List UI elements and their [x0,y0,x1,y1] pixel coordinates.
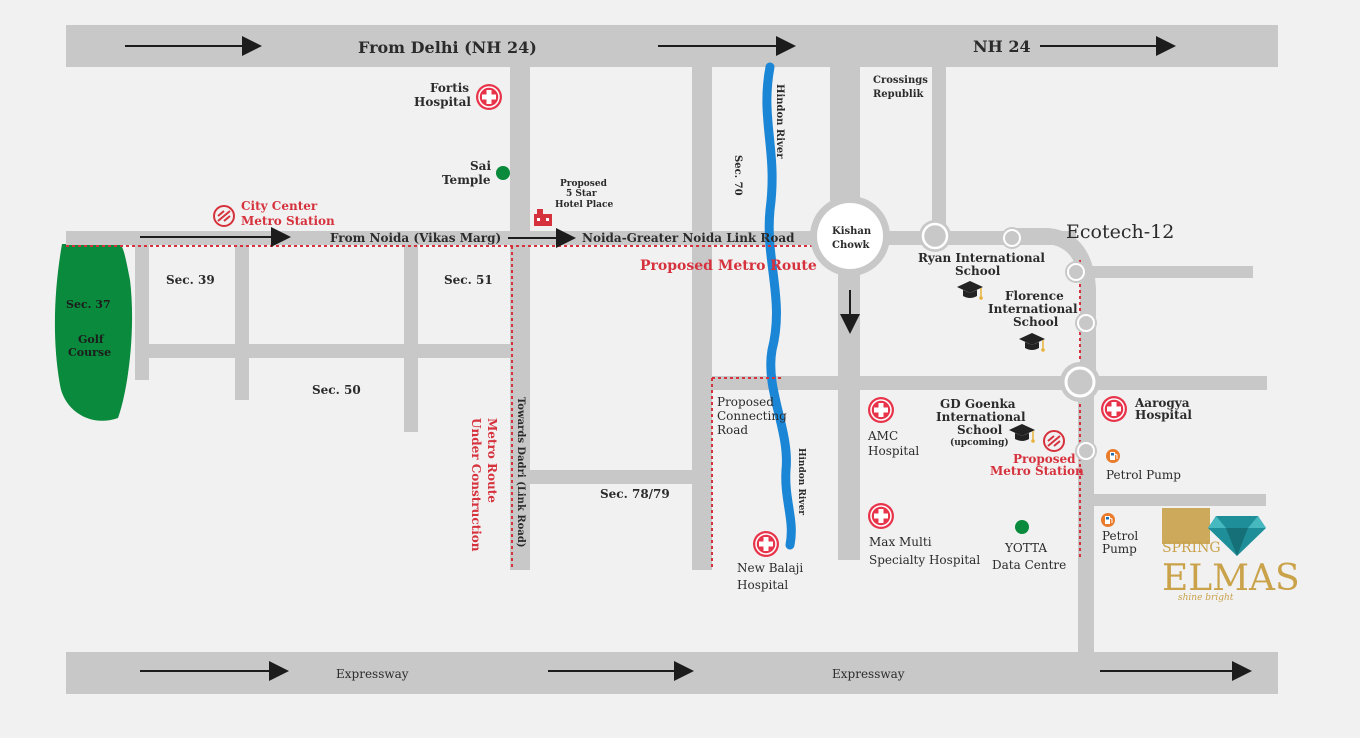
metro-label-proposed-route: Proposed Metro Route [640,258,817,274]
metro-routes [66,245,1081,568]
brand-tagline: shine bright [1178,593,1234,603]
petrol-1-label: Petrol Pump [1106,468,1181,482]
ryan-label-2: School [955,264,1001,278]
road-label-dadri: Towards Dadri (Link Road) [515,397,526,548]
max-label-1: Max Multi [869,535,932,549]
fuel-pump-icon [1105,448,1121,464]
brand-line-2: ELMAS [1162,558,1300,599]
hotel-label-1: Proposed [560,179,608,189]
dot-icon [1015,520,1029,534]
petrol-2-label-1: Petrol [1102,529,1138,543]
roundabout-icon [1074,439,1098,463]
road-label-nh24-left: From Delhi (NH 24) [358,38,537,57]
metro-label-city-center-1: City Center [241,199,318,213]
road-network [66,25,1278,694]
roundabout-icon [1000,226,1024,250]
hotel-label-3: Hotel Place [555,200,613,210]
fuel-pump-icon [1100,512,1116,528]
metro-label-proposed-station-2: Metro Station [990,464,1084,478]
brand-logo: SPRING ELMAS shine bright [1162,508,1300,603]
goenka-label-3: School [957,423,1003,437]
roundabout-icon [917,218,953,254]
fortis-label-1: Fortis [430,81,469,95]
metro-icon [1043,430,1065,452]
hospital-cross-icon [1100,395,1128,423]
aarogya-label-2: Hospital [1135,408,1192,422]
road-label-vikas-marg: From Noida (Vikas Marg) [330,231,501,245]
metro-label-proposed-station-1: Proposed [1013,452,1076,466]
aarogya-label-1: Aarogya [1134,396,1190,410]
hotel-label-2: 5 Star [566,189,597,199]
crossings-label-2: Republik [873,89,925,100]
petrol-2-label-2: Pump [1102,542,1137,556]
diamond-icon [1208,516,1266,556]
goenka-label-4: (upcoming) [950,437,1009,448]
direction-arrows [125,36,1252,681]
road-label-expressway-right: Expressway [832,667,905,681]
sector-label-39: Sec. 39 [166,273,215,287]
golf-course-area [54,244,133,421]
graduation-cap-icon [956,280,984,301]
sector-label-ecotech: Ecotech-12 [1066,221,1174,243]
hospital-cross-icon [867,502,895,530]
graduation-cap-icon [1008,423,1036,444]
brand-line-1: SPRING [1162,540,1221,556]
florence-label-2: International [988,302,1078,316]
florence-label-3: School [1013,315,1059,329]
max-label-2: Specialty Hospital [869,553,980,567]
river-label-top: Hindon River [774,84,785,159]
road-expressway [66,652,1278,694]
hospital-cross-icon [752,530,780,558]
golf-label-2: Course [68,346,111,359]
new-balaji-label-2: Hospital [737,578,788,592]
yotta-label-2: Data Centre [992,558,1066,572]
amc-label-1: AMC [867,429,898,443]
temple-label-2: Temple [442,173,491,187]
crossings-label-1: Crossings [873,75,928,86]
road-label-connecting-3: Road [717,423,748,437]
hotel-icon [534,209,552,226]
metro-label-under-construction-2: Under Construction [469,418,483,552]
yotta-label-1: YOTTA [1004,541,1047,555]
sector-label-78-79: Sec. 78/79 [600,487,670,501]
dot-icon [496,166,510,180]
florence-label-1: Florence [1005,289,1064,303]
sector-label-50: Sec. 50 [312,383,361,397]
new-balaji-label-1: New Balaji [737,561,803,575]
fortis-label-2: Hospital [414,95,471,109]
sector-label-70: Sec. 70 [732,155,743,196]
river-label-bottom: Hindon River [796,448,806,515]
goenka-label-1: GD Goenka [940,397,1016,411]
graduation-cap-icon [1018,332,1046,353]
roundabout-icon [1064,260,1088,284]
goenka-label-2: International [936,410,1026,424]
metro-icon [213,205,235,227]
temple-label-1: Sai [470,159,491,173]
sector-label-51: Sec. 51 [444,273,493,287]
ryan-label-1: Ryan International [918,251,1045,265]
road-label-nh24-right: NH 24 [973,37,1031,56]
road-label-expressway-left: Expressway [336,667,409,681]
kishan-chowk-label-2: Chowk [832,240,871,251]
golf-label-1: Golf [78,333,105,346]
kishan-chowk-label-1: Kishan [832,226,872,237]
sector-label-37: Sec. 37 [66,298,111,311]
road-label-link-road: Noida-Greater Noida Link Road [582,231,795,245]
metro-label-under-construction-1: Metro Route [485,418,499,503]
roundabout-icon [1060,362,1100,402]
amc-label-2: Hospital [868,444,919,458]
roundabout-icon [1074,311,1098,335]
hospital-cross-icon [475,83,503,111]
road-label-connecting-1: Proposed [717,395,774,409]
hindon-river [762,62,796,550]
road-label-connecting-2: Connecting [717,409,787,423]
kishan-chowk-roundabout [810,196,890,276]
hospital-cross-icon [867,396,895,424]
metro-label-city-center-2: Metro Station [241,214,335,228]
